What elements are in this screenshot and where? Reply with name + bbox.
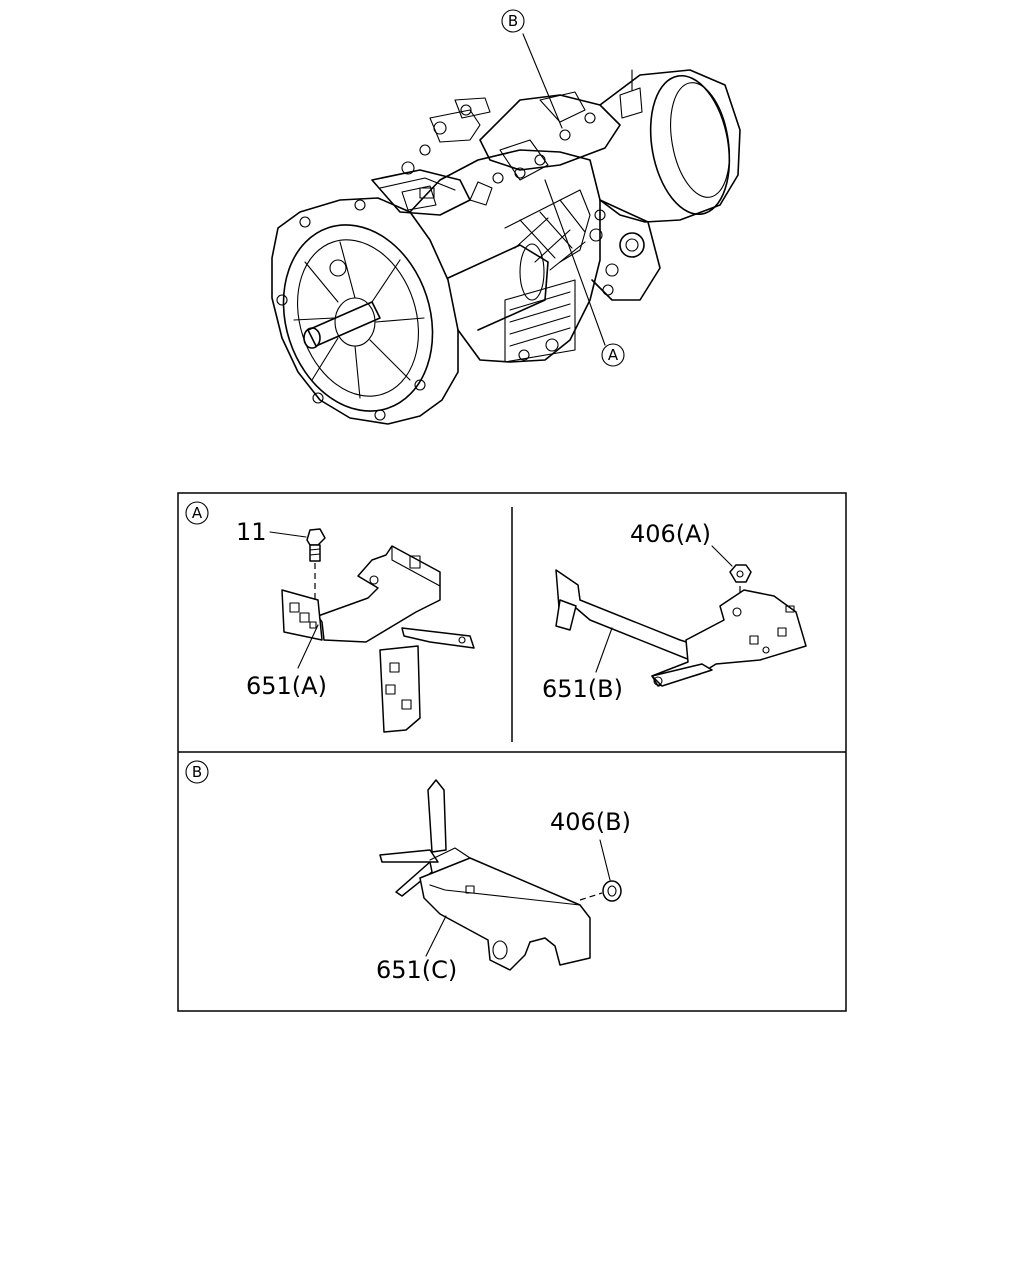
callout-b-top: B <box>501 9 525 33</box>
panel-b-lower: B 406(B) 651(C) <box>185 760 631 984</box>
bracket-651c <box>379 779 591 971</box>
label-406b: 406(B) <box>550 808 631 836</box>
leader-406a <box>711 545 733 567</box>
nut-406a <box>729 564 752 583</box>
leader-b-top <box>522 33 563 129</box>
bracket-651a <box>281 545 475 733</box>
leader-a-top <box>544 179 606 346</box>
leader-406b <box>599 839 611 881</box>
bolt-11 <box>306 528 326 610</box>
callout-a-top: A <box>601 343 625 367</box>
panel-a: A 11 651(A) <box>185 501 475 733</box>
nut-406b <box>602 880 622 902</box>
callout-b-top-text: B <box>508 12 518 30</box>
leader-651a <box>297 624 319 669</box>
detail-frame <box>177 492 847 1012</box>
transmission-assembly <box>271 33 741 425</box>
label-651a: 651(A) <box>246 672 327 700</box>
leader-bolt-11 <box>269 531 307 538</box>
rear-housing <box>589 69 741 301</box>
bracket-651b <box>555 569 807 687</box>
label-651b: 651(B) <box>542 675 623 703</box>
label-651c: 651(C) <box>376 956 457 984</box>
main-case <box>371 91 621 363</box>
label-406a: 406(A) <box>630 520 711 548</box>
panel-b-upper: 406(A) 651(B) <box>542 520 807 703</box>
callout-b-panel-text: B <box>192 763 202 781</box>
leader-651b <box>595 627 613 673</box>
callout-a-panel: A <box>185 501 209 525</box>
callout-a-panel-text: A <box>192 504 203 522</box>
leader-651c <box>425 915 447 957</box>
callout-b-panel: B <box>185 760 209 784</box>
callout-a-top-text: A <box>608 346 619 364</box>
bell-housing <box>271 197 459 425</box>
label-bolt-11: 11 <box>236 518 267 546</box>
